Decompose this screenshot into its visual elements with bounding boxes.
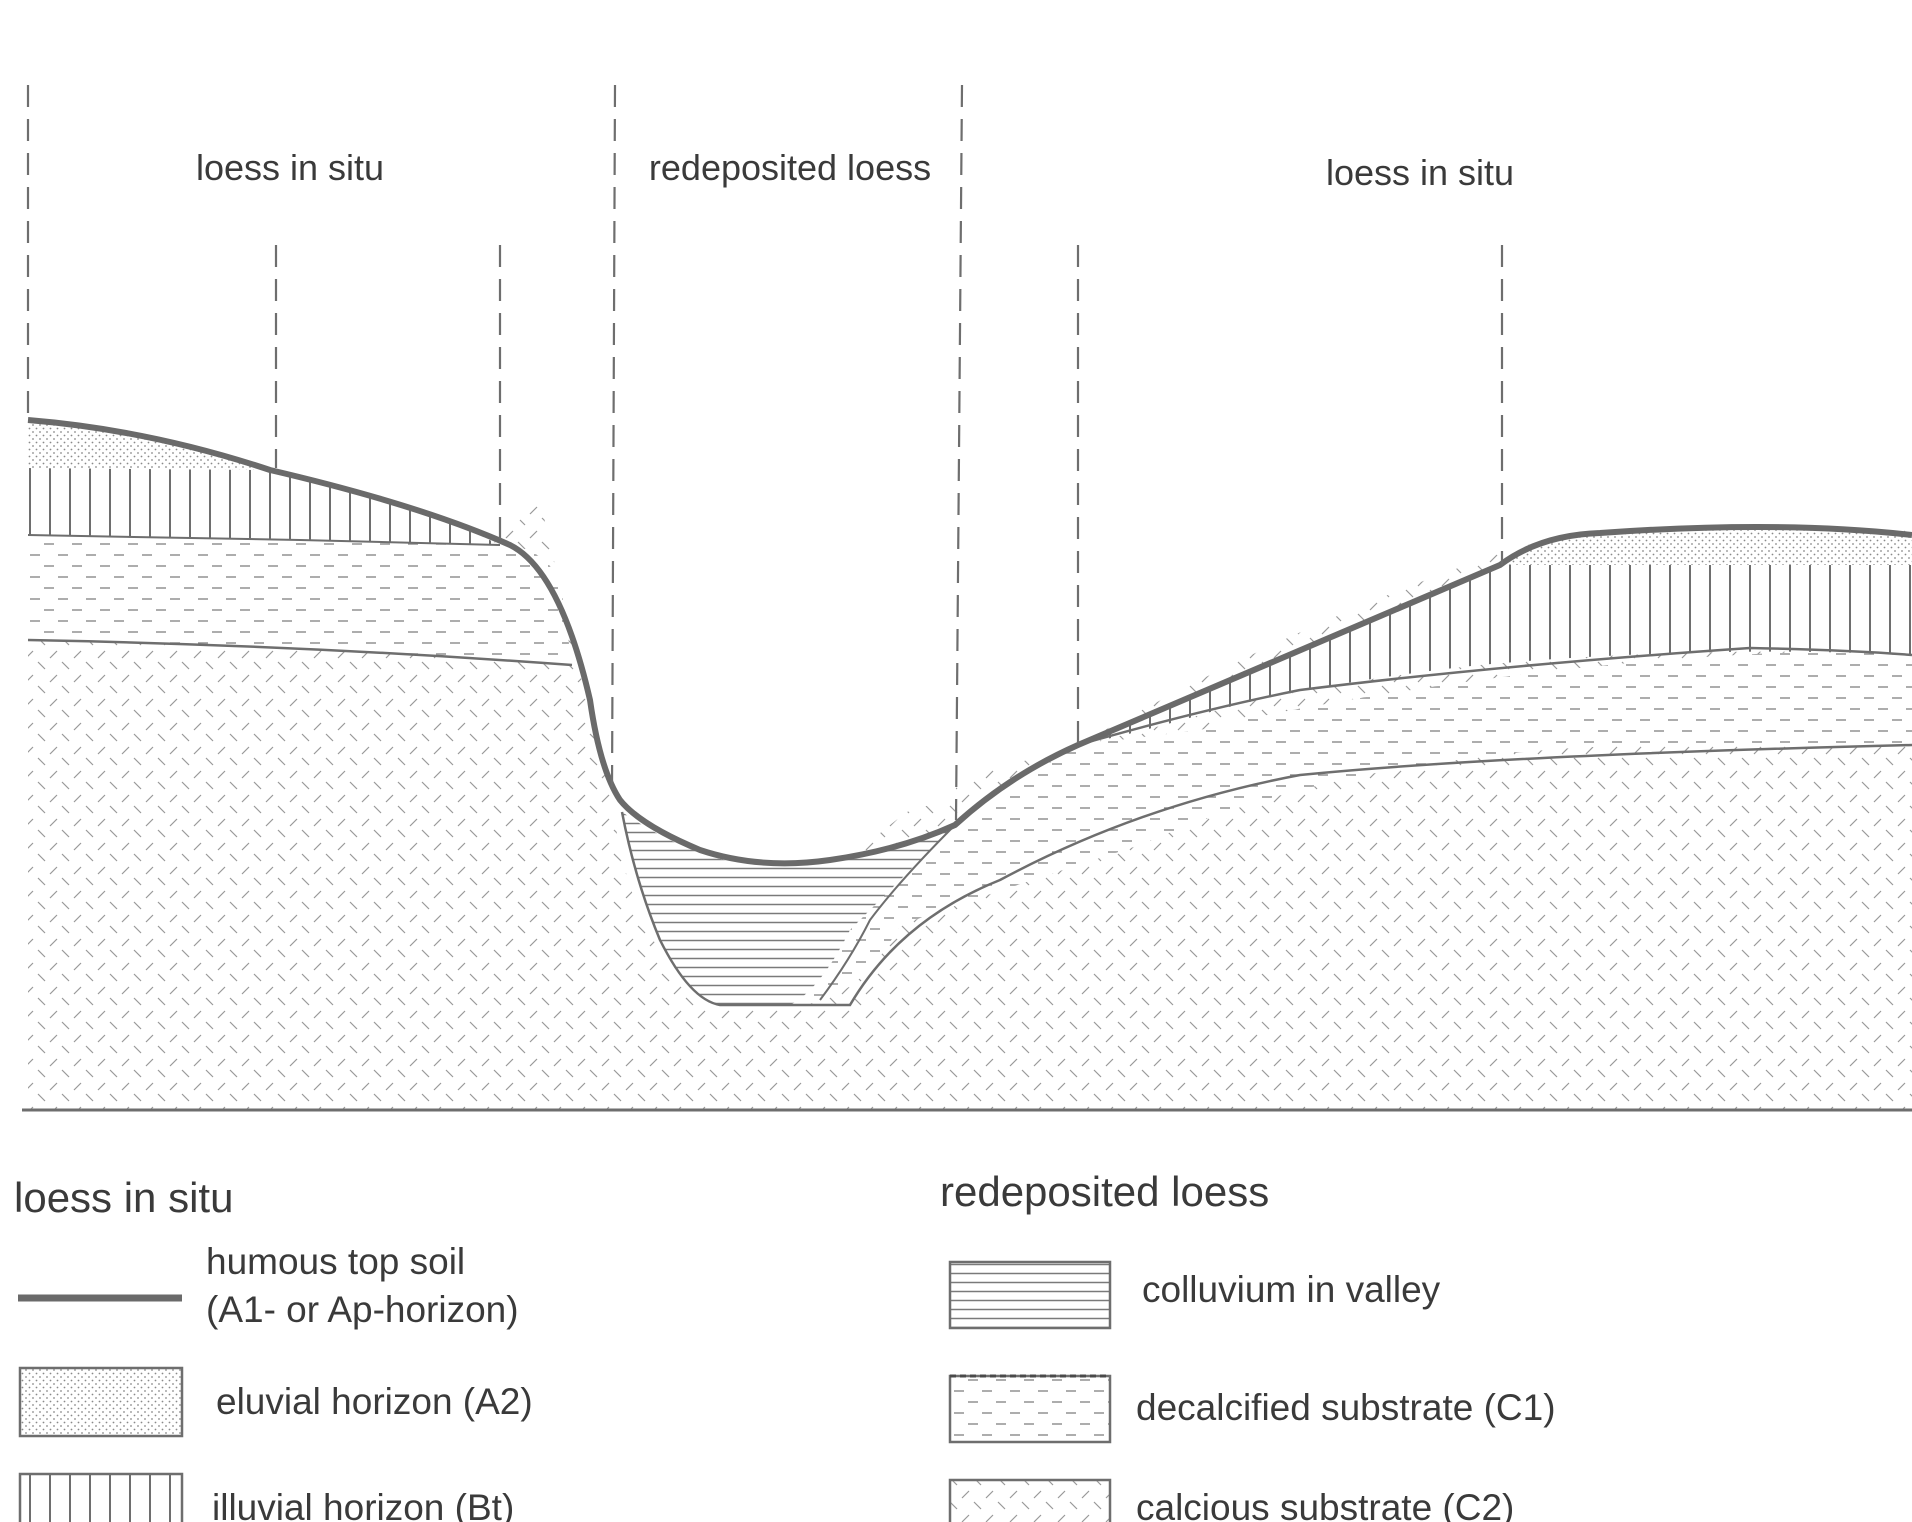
zone-label-right: loess in situ	[1326, 152, 1514, 193]
decalcified-substrate-left	[28, 530, 572, 665]
legend-label-calcious: calcious substrate (C2)	[1136, 1487, 1514, 1522]
legend-label-topsoil-line2: (A1- or Ap-horizon)	[206, 1289, 519, 1330]
illuvial-horizon-right	[1078, 565, 1912, 745]
legend-symbol-illuvial	[18, 1472, 184, 1522]
legend-symbol-colluvium	[948, 1260, 1112, 1330]
legend-label-eluvial: eluvial horizon (A2)	[216, 1381, 533, 1422]
zone-label-center: redeposited loess	[649, 147, 931, 188]
zone-divider	[954, 84, 964, 821]
legend-symbol-eluvial	[18, 1366, 184, 1438]
legend-symbol-decalcified	[948, 1374, 1112, 1444]
legend-label-topsoil-line1: humous top soil	[206, 1241, 465, 1282]
decalcified-substrate-right	[770, 650, 1912, 1005]
illuvial-horizon-left	[28, 468, 500, 545]
legend-symbol-calcious	[948, 1478, 1112, 1522]
legend-heading-redeposited: redeposited loess	[940, 1168, 1269, 1215]
colluvium-in-valley	[622, 812, 955, 1005]
eluvial-horizon-right	[1500, 526, 1912, 565]
legend-label-illuvial: illuvial horizon (Bt)	[212, 1487, 514, 1522]
zone-divider	[610, 84, 617, 791]
legend-label-colluvium: colluvium in valley	[1142, 1269, 1441, 1310]
humous-top-soil-line	[27, 417, 1912, 867]
zone-label-left: loess in situ	[196, 147, 384, 188]
eluvial-horizon-left	[28, 420, 270, 470]
legend-label-decalcified: decalcified substrate (C1)	[1136, 1387, 1556, 1428]
legend-heading-in-situ: loess in situ	[14, 1174, 233, 1221]
